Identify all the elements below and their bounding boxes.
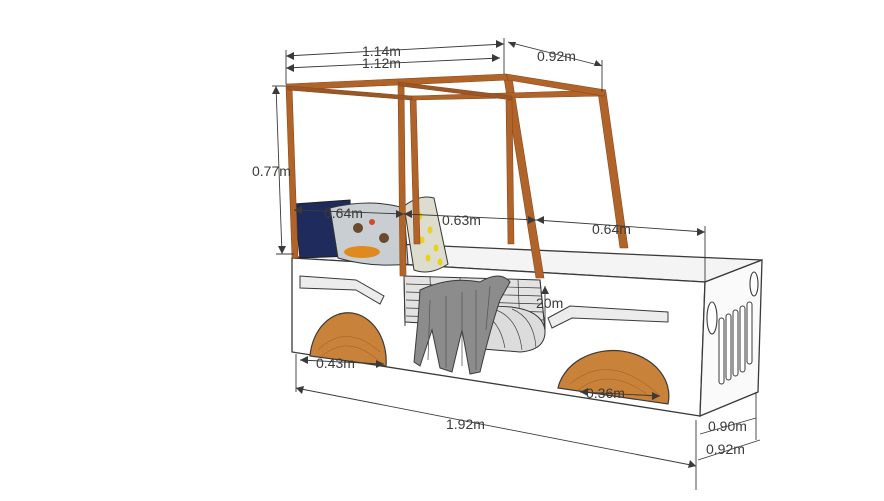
headlight-right <box>749 271 759 297</box>
side-details <box>299 275 669 331</box>
label-front-wheel-width: 0.36m <box>586 385 625 401</box>
dimension-lines <box>272 38 761 490</box>
headlight-left <box>706 301 718 335</box>
wheels <box>309 312 670 405</box>
label-side-height: 20m <box>536 295 563 311</box>
label-roof-width: 0.92m <box>537 48 576 64</box>
label-frame-height: 0.77m <box>252 163 291 179</box>
dimension-labels: 1.14m 1.12m 0.92m 0.77m 0.64m 0.63m 0.64… <box>252 43 747 457</box>
frame-rail-cross <box>397 81 513 101</box>
label-roof-length-outer: 1.14m <box>362 43 401 59</box>
grille-slots <box>718 301 753 385</box>
label-seat-segment-2: 0.63m <box>442 212 481 228</box>
blanket <box>413 275 511 375</box>
rear-wheel <box>309 312 387 367</box>
label-rear-wheel-width: 0.43m <box>316 355 355 371</box>
label-front-width-outer: 0.92m <box>706 441 745 457</box>
frame-rail-front <box>505 73 607 97</box>
front-grille <box>706 271 759 385</box>
dimension-arrows <box>272 40 705 468</box>
roof-frame <box>285 73 629 279</box>
rear-fender-bar <box>299 275 385 305</box>
label-total-length: 1.92m <box>446 416 485 432</box>
label-front-width-inner: 0.90m <box>708 418 747 434</box>
label-seat-segment-1: 0.64m <box>324 205 363 221</box>
label-roof-length-inner: 1.12m <box>362 55 401 71</box>
frame-rail-left <box>285 73 509 91</box>
label-seat-segment-3: 0.64m <box>592 221 631 237</box>
pillow-print-pattern <box>344 219 389 258</box>
frame-rail-back <box>287 85 413 101</box>
front-fender-bar <box>547 305 669 329</box>
